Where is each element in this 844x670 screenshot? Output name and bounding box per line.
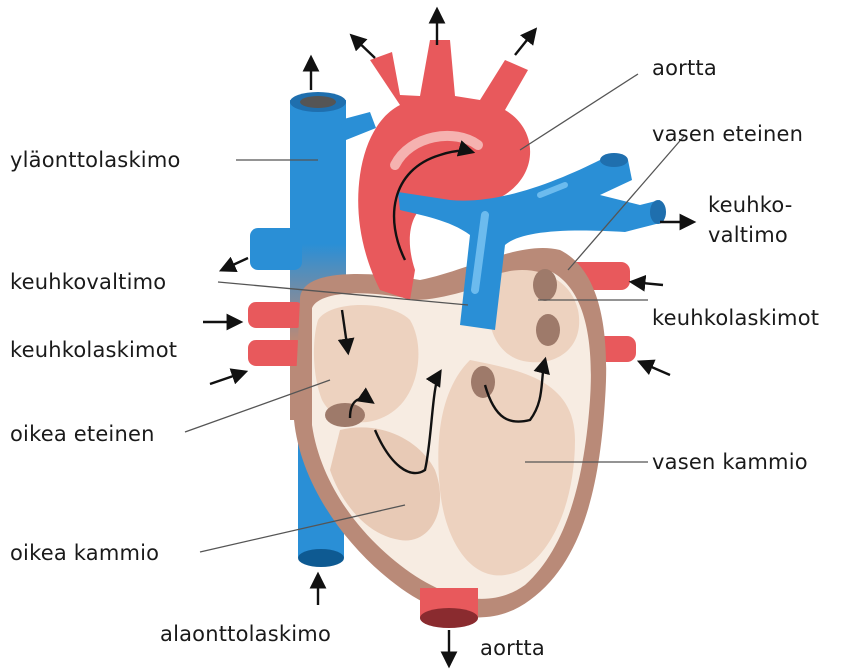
label-alaonttolaskimo: alaonttolaskimo: [160, 622, 331, 646]
label-ylaonttolaskimo: yläonttolaskimo: [10, 148, 181, 172]
label-keuhkovaltimo-right: keuhko- valtimo: [708, 190, 793, 250]
label-vasen-kammio: vasen kammio: [652, 450, 808, 474]
label-oikea-eteinen: oikea eteinen: [10, 422, 155, 446]
label-oikea-kammio: oikea kammio: [10, 541, 159, 565]
label-keuhkovaltimo-left: keuhkovaltimo: [10, 270, 166, 294]
label-vasen-eteinen: vasen eteinen: [652, 122, 803, 146]
label-keuhkovaltimo-right-line2: valtimo: [708, 220, 793, 250]
label-aortta-top: aortta: [652, 56, 717, 80]
label-aortta-bottom: aortta: [480, 636, 545, 660]
label-keuhkolaskimot-right: keuhkolaskimot: [652, 306, 819, 330]
label-keuhkovaltimo-right-line1: keuhko-: [708, 190, 793, 220]
label-keuhkolaskimot-left: keuhkolaskimot: [10, 338, 177, 362]
